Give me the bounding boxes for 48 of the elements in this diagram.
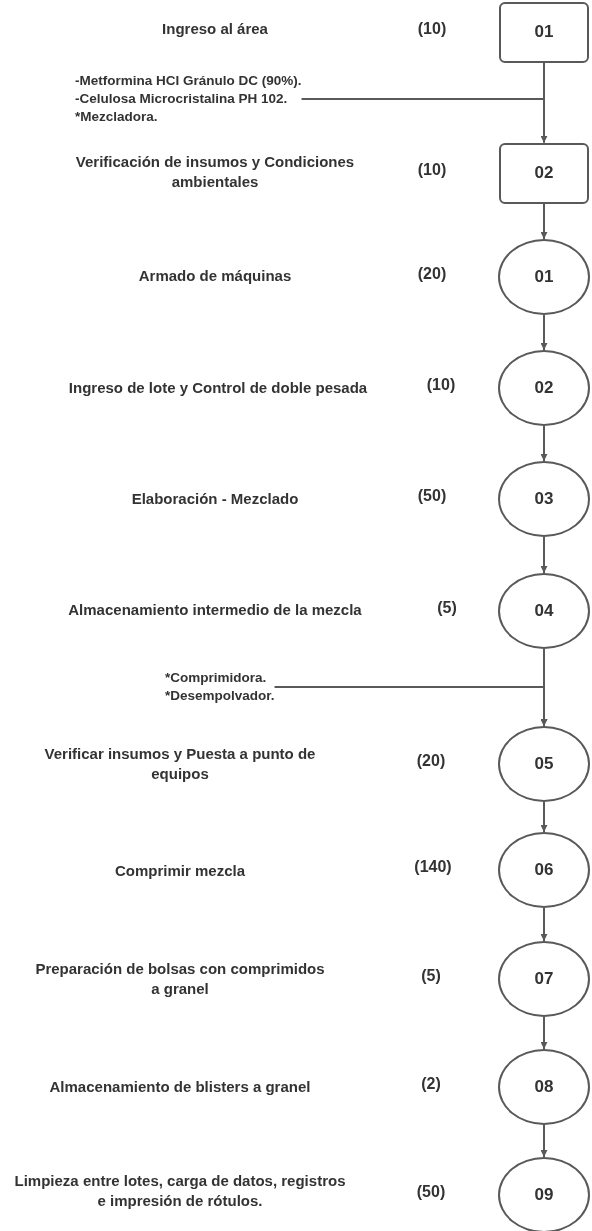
operation-circle: 04 [498,573,590,649]
duration-label: (50) [417,487,447,505]
material-note: *Desempolvador. [165,687,275,705]
step-description: Almacenamiento intermedio de la mezcla [67,600,363,620]
duration-label: (50) [416,1183,446,1201]
operation-circle: 02 [498,350,590,426]
duration-label: (20) [417,265,447,283]
operation-circle: 05 [498,726,590,802]
operation-circle: 07 [498,941,590,1017]
duration-label: (10) [426,376,456,394]
duration-label: (5) [421,967,441,985]
arrow [540,202,548,240]
material-note: -Metformina HCI Gránulo DC (90%). [75,72,302,90]
inspection-box: 01 [499,1,589,63]
material-note: -Celulosa Microcristalina PH 102. [75,90,289,108]
step-description: Verificar insumos y Puesta a punto de equipos [43,744,317,784]
duration-label: (140) [414,858,452,876]
step-description: Armado de máquinas [137,266,293,286]
arrow [540,1124,548,1158]
step-description: Elaboración - Mezclado [130,489,300,509]
arrow [540,314,548,351]
duration-label: (2) [421,1075,441,1093]
step-description: Almacenamiento de blisters a granel [48,1077,312,1097]
arrow [300,98,548,144]
duration-label: (10) [417,20,447,38]
arrow [540,1016,548,1050]
step-description: Preparación de bolsas con comprimidos a granel [34,959,326,999]
operation-circle: 03 [498,461,590,537]
operation-circle: 08 [498,1049,590,1125]
step-description: Comprimir mezcla [113,861,246,881]
duration-label: (20) [416,752,446,770]
operation-circle: 09 [498,1157,590,1231]
arrow [540,536,548,574]
duration-label: (5) [437,599,457,617]
step-description: Limpieza entre lotes, carga de datos, registros e impresión de rótulos. [13,1171,347,1211]
operation-circle: 01 [498,239,590,315]
arrow [540,907,548,942]
arrow [273,686,548,727]
duration-label: (10) [417,161,447,179]
step-description: Ingreso de lote y Control de doble pesada [67,378,369,398]
operation-circle: 06 [498,832,590,908]
inspection-box: 02 [499,142,589,204]
material-note: *Mezcladora. [75,108,159,126]
step-description: Ingreso al área [161,19,269,39]
arrow [540,801,548,833]
material-note: *Comprimidora. [165,669,268,687]
arrow [540,425,548,462]
step-description: Verificación de insumos y Condiciones ambientales [74,152,356,192]
